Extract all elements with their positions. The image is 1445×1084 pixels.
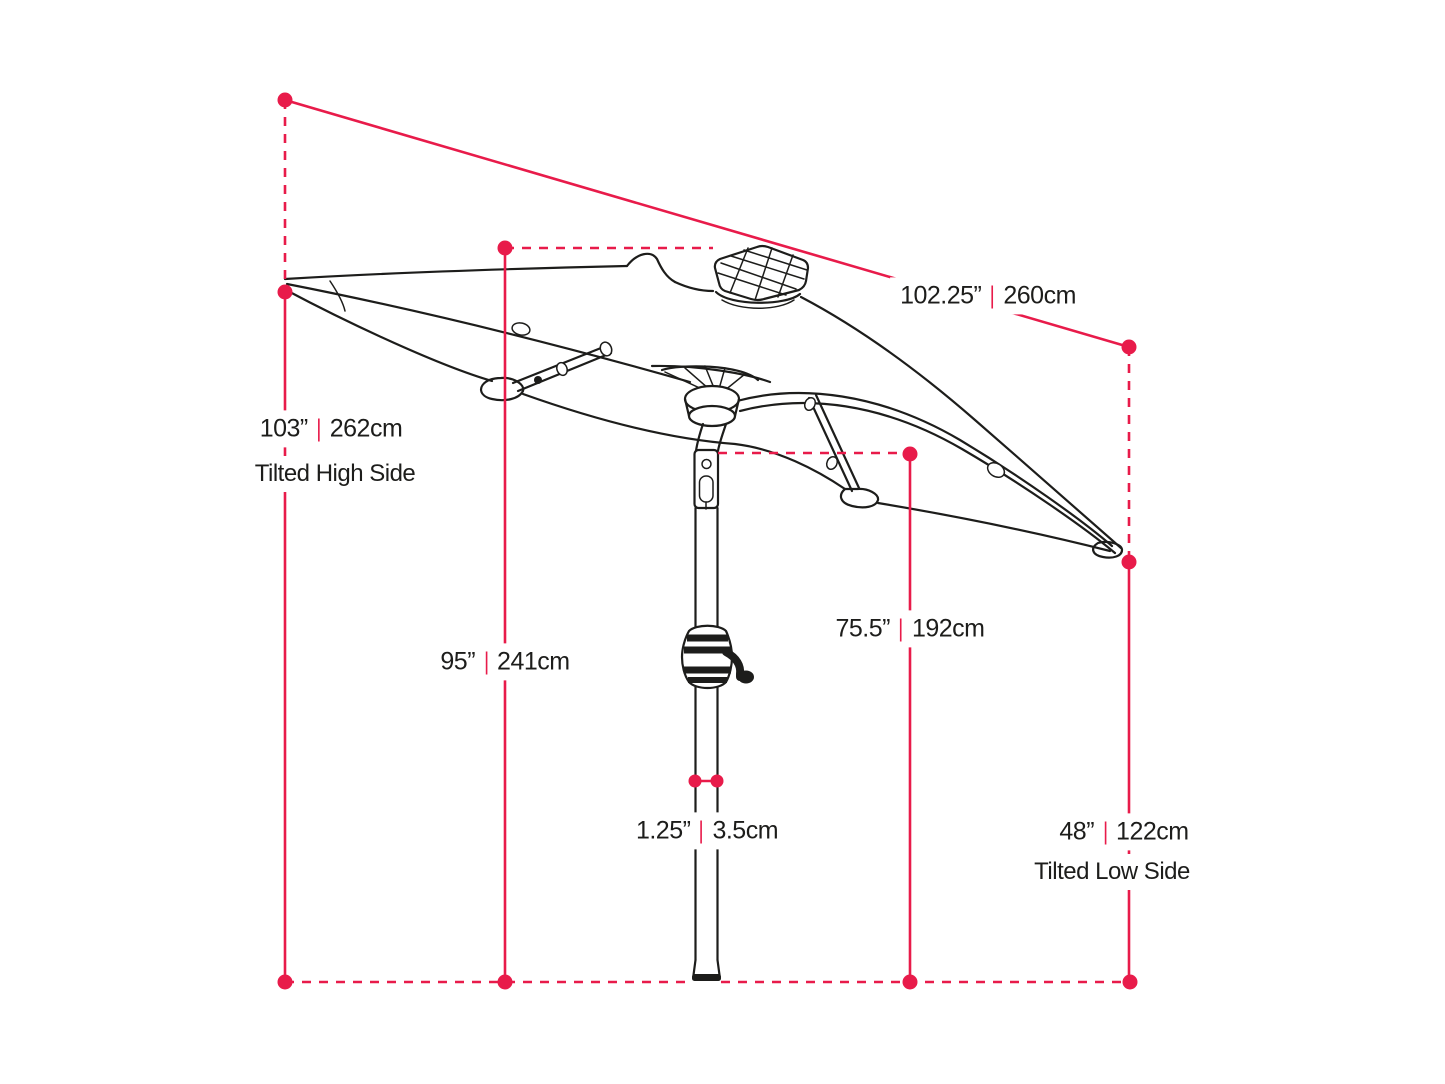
pipe-separator: | [699,816,704,845]
tilted-low-side-label: 48” | 122cm [1049,813,1199,851]
canopy-low-height-metric: 192cm [911,614,985,643]
pole-diameter-imperial: 1.25” [635,816,691,845]
tilted-high-side-label: 103” | 262cm [249,410,413,448]
pipe-separator: | [898,614,904,643]
canopy-low-height-imperial: 75.5” [835,614,890,643]
pipe-separator: | [316,414,322,443]
pole-base [692,974,721,981]
umbrella-illustration [283,244,1124,981]
canopy-width-label: 102.25” | 260cm [890,277,1086,315]
pole-diameter-label: 1.25” | 3.5cm [625,812,789,850]
dimension-lines [277,92,1138,990]
tilted-high-side-imperial: 103” [259,414,309,443]
pole-diameter-metric: 3.5cm [712,816,779,845]
solar-panel [713,244,810,309]
canopy-strut-left [511,341,613,393]
tilt-button [701,458,712,470]
pipe-separator: | [483,647,489,676]
pole [692,422,728,981]
pipe-separator: | [989,281,995,310]
tilted-low-side-caption: Tilted Low Side [1024,854,1200,890]
canopy-width-metric: 260cm [1003,281,1076,310]
crank-handle [680,624,754,690]
tilted-high-side-caption: Tilted High Side [244,456,426,492]
overall-height-label: 95” | 241cm [430,643,580,681]
dimension-endpoints [277,92,1138,990]
canopy [283,252,1124,559]
overall-height-metric: 241cm [497,647,570,676]
canopy-strut-right [803,393,861,493]
hub [660,365,760,428]
canopy-low-height-label: 75.5” | 192cm [825,610,995,648]
overall-height-imperial: 95” [440,647,476,676]
pipe-separator: | [1102,817,1108,846]
tilted-low-side-imperial: 48” [1059,817,1095,846]
tilted-low-side-metric: 122cm [1116,817,1189,846]
canopy-width-imperial: 102.25” [900,281,982,310]
tilted-high-side-metric: 262cm [329,414,403,443]
